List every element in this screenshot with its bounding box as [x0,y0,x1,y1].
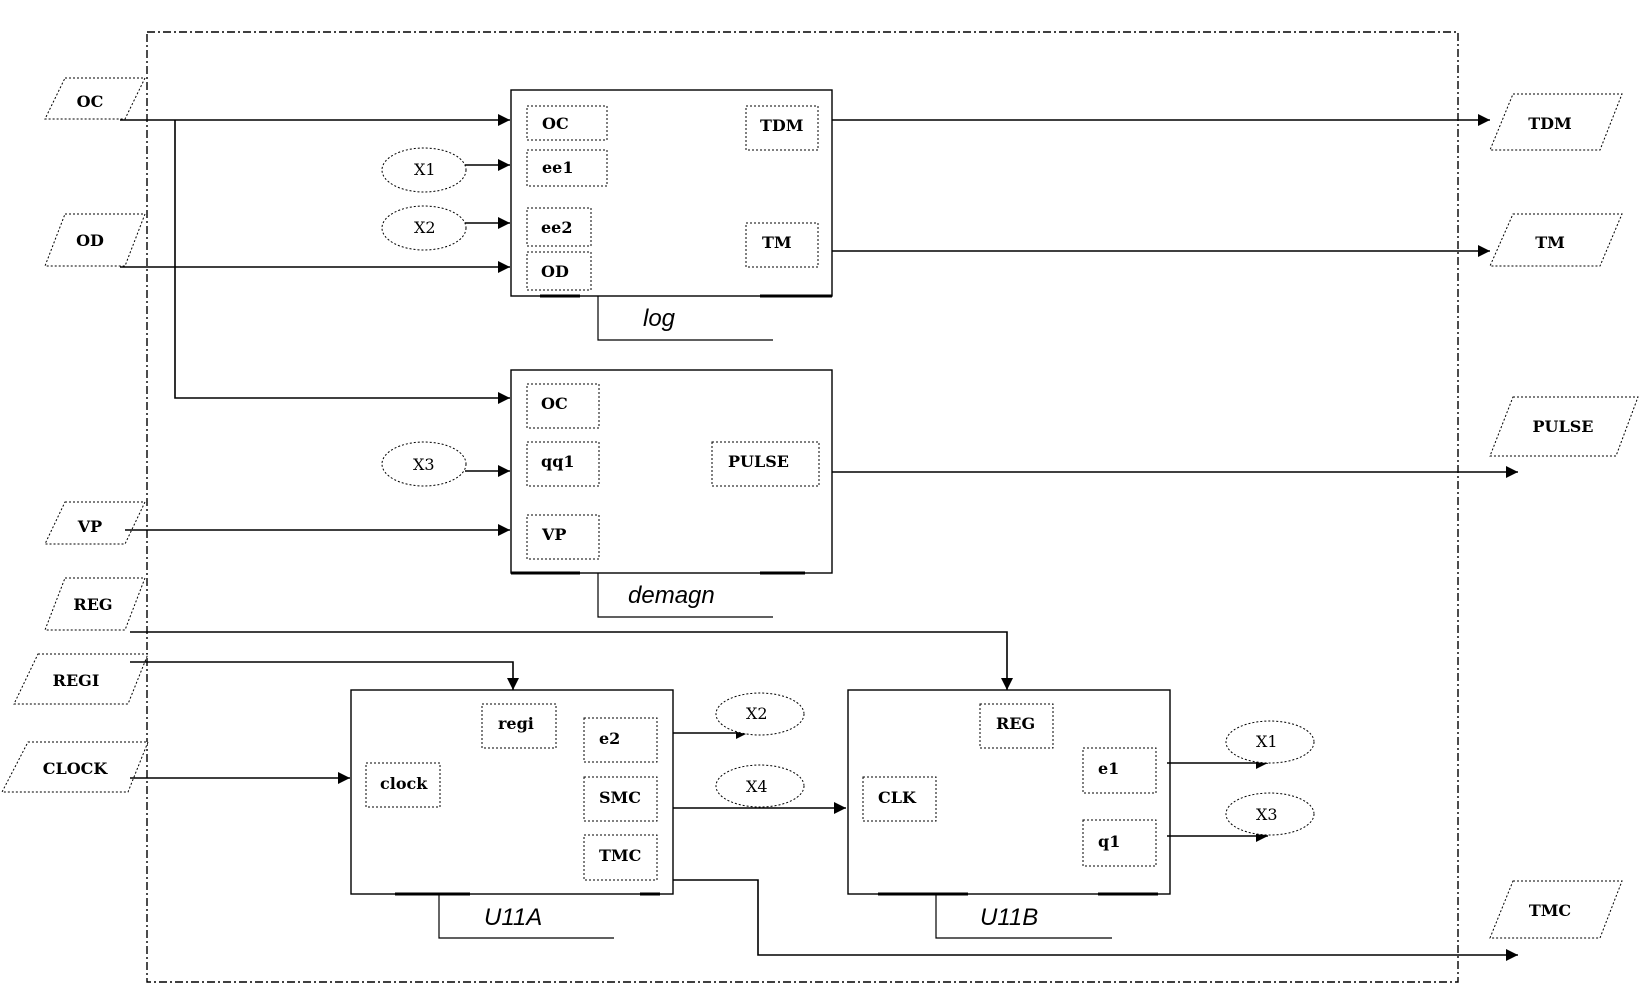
pin-log-tdm-label: TDM [760,116,804,135]
pin-log-ee2-label: ee2 [541,218,573,237]
pin-demagn-oc: OC [526,383,600,429]
pin-log-oc-label: OC [542,114,569,133]
block-u11a-label: U11A [484,904,542,931]
block-u11b-label: U11B [980,904,1038,931]
input-port-clock: CLOCK [1,741,149,793]
input-port-reg: REG [44,577,146,631]
output-port-pulse-label: PULSE [1533,417,1594,436]
connector-x3-in: X3 [381,441,467,487]
pin-demagn-qq1: qq1 [526,441,600,487]
pin-u11a-regi-label: regi [498,714,534,733]
pin-demagn-pulse-label: PULSE [728,452,789,471]
pin-u11b-q1: q1 [1082,819,1157,867]
output-port-tm: TM [1489,213,1623,267]
pin-u11b-reg-label: REG [996,714,1035,733]
output-port-pulse: PULSE [1489,396,1639,457]
pin-log-od-label: OD [541,262,569,281]
pin-u11a-clock-label: clock [380,774,428,793]
connector-x1-out-label: X1 [1256,732,1278,751]
input-port-vp: VP [44,501,146,545]
output-port-tdm: TDM [1489,93,1623,151]
connector-x2-out: X2 [715,692,805,736]
pin-u11a-smc-label: SMC [599,788,641,807]
pin-u11a-e2-label: e2 [599,729,620,748]
pin-demagn-pulse: PULSE [711,441,820,487]
pin-u11b-e1: e1 [1082,747,1157,794]
connector-x4: X4 [715,764,805,808]
output-port-tdm-label: TDM [1528,114,1572,133]
pin-u11b-reg: REG [979,703,1054,749]
input-port-regi-label: REGI [53,671,100,690]
input-port-od-label: OD [76,231,104,250]
pin-u11b-e1-label: e1 [1098,759,1119,778]
connector-x4-label: X4 [746,777,768,796]
input-port-oc: OC [44,77,146,120]
block-u11b: U11B REG CLK e1 q1 [847,689,1171,939]
pin-u11a-tmc-label: TMC [599,846,641,865]
block-log-label: log [643,305,676,332]
connector-x3-in-label: X3 [413,455,435,474]
connector-x1-out: X1 [1225,720,1315,764]
input-port-oc-label: OC [77,92,104,111]
pin-log-ee1: ee1 [526,149,608,187]
connector-x3-out-label: X3 [1256,805,1278,824]
connector-x3-out: X3 [1225,792,1315,836]
block-demagn: demagn OC qq1 VP PULSE [510,369,833,618]
input-port-od: OD [44,213,146,267]
connector-x1-in-label: X1 [414,160,436,179]
pin-u11b-clk-label: CLK [878,788,917,807]
connector-x2-in: X2 [381,205,467,251]
pin-demagn-vp: VP [526,514,600,560]
pin-demagn-vp-label: VP [541,525,566,544]
pin-log-tm-label: TM [762,233,792,252]
pin-log-tm: TM [745,222,819,268]
pin-u11a-clock: clock [365,762,441,808]
pin-u11b-clk: CLK [862,776,937,822]
pin-u11a-tmc: TMC [583,834,658,881]
output-port-tmc: TMC [1489,880,1623,939]
input-port-reg-label: REG [73,595,112,614]
output-port-tm-label: TM [1535,233,1565,252]
pin-log-oc: OC [526,105,608,141]
connector-x2-out-label: X2 [746,704,768,723]
pin-demagn-oc-label: OC [541,394,568,413]
connector-x1-in: X1 [381,147,467,193]
pin-u11a-regi: regi [481,703,557,749]
block-log: log OC ee1 ee2 OD TDM TM [510,89,833,341]
output-port-tmc-label: TMC [1529,901,1571,920]
input-port-clock-label: CLOCK [43,759,109,778]
pin-log-ee2: ee2 [526,207,592,247]
block-u11a: U11A regi e2 clock SMC TMC [350,689,674,939]
block-demagn-label: demagn [628,582,715,609]
input-port-regi: REGI [13,653,149,705]
pin-log-od: OD [526,251,592,291]
pin-demagn-qq1-label: qq1 [541,452,575,471]
pin-u11a-e2: e2 [583,717,658,763]
system-boundary [146,31,1459,983]
pin-log-tdm: TDM [745,105,819,151]
pin-log-ee1-label: ee1 [542,158,574,177]
pin-u11a-smc: SMC [583,776,658,822]
input-port-vp-label: VP [77,517,102,536]
wires [120,114,1518,961]
pin-u11b-q1-label: q1 [1098,832,1120,851]
connector-x2-in-label: X2 [414,218,436,237]
